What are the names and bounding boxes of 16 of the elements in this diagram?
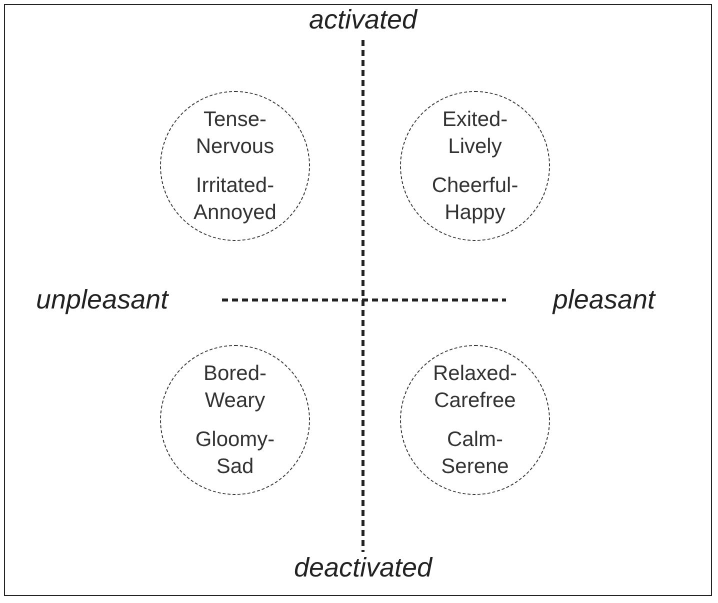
emotion-label: Exited- Lively xyxy=(441,107,509,160)
dashed-circle xyxy=(160,91,310,241)
dashed-circle xyxy=(160,345,310,495)
emotion-label: Cheerful- Happy xyxy=(430,173,520,226)
emotion-label: Tense- Nervous xyxy=(194,107,276,160)
axis-label: activated xyxy=(308,4,418,36)
axis-label: deactivated xyxy=(294,552,432,584)
emotion-label: Gloomy- Sad xyxy=(194,427,276,480)
axis-label: unpleasant xyxy=(36,284,168,316)
emotion-label: Calm- Serene xyxy=(440,427,510,480)
emotion-label: Relaxed- Carefree xyxy=(432,361,518,414)
axis-label: pleasant xyxy=(552,284,655,316)
emotion-label: Bored- Weary xyxy=(202,361,268,414)
dashed-circle xyxy=(400,345,550,495)
emotion-label: Irritated- Annoyed xyxy=(192,173,278,226)
dashed-circle xyxy=(400,91,550,241)
